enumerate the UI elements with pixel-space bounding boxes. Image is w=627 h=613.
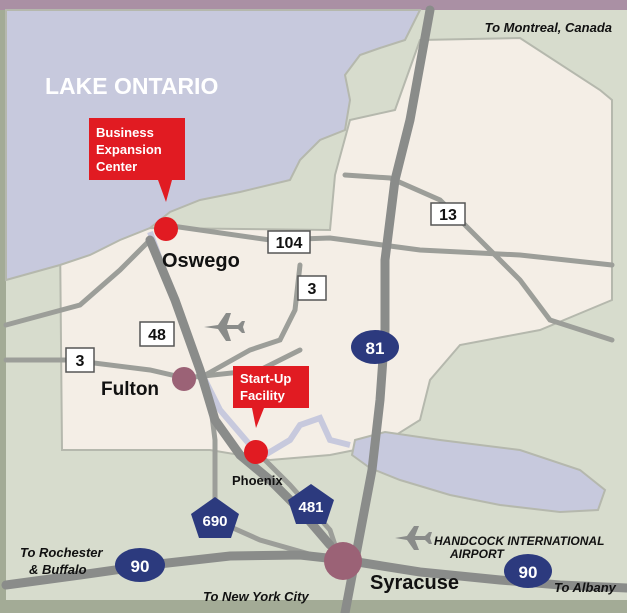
business-center-marker[interactable] (154, 217, 178, 241)
oswego-label: Oswego (162, 250, 240, 272)
route-13-shield: 13 (430, 202, 466, 226)
to-buffalo-label: & Buffalo (29, 562, 87, 577)
business-expansion-callout[interactable]: Business Expansion Center (89, 118, 185, 241)
startup-facility-callout[interactable]: Start-Up Facility (233, 366, 309, 464)
route-48-shield: 48 (139, 321, 175, 347)
airplane-icon (395, 526, 432, 550)
interstate-90-label: 90 (519, 563, 538, 582)
route-104-shield: 104 (267, 230, 311, 254)
callout-box (233, 366, 309, 428)
route-104-label: 104 (276, 235, 303, 252)
fulton-label: Fulton (101, 379, 159, 400)
route-3-west-shield: 3 (65, 347, 95, 373)
callout-line: Center (96, 159, 137, 174)
airport-label-line2: AIRPORT (449, 547, 505, 561)
interstate-690-shield: 690 (191, 497, 239, 538)
callout-line: Business (96, 125, 154, 140)
to-montreal-label: To Montreal, Canada (485, 20, 612, 35)
callout-line: Expansion (96, 142, 162, 157)
to-albany-label: To Albany (554, 580, 617, 595)
interstate-481-shield: 481 (288, 484, 334, 524)
interstate-481-label: 481 (298, 499, 323, 516)
to-rochester-label: To Rochester (20, 545, 104, 560)
lake-label: LAKE ONTARIO (45, 73, 218, 99)
callout-line: Facility (240, 388, 286, 403)
startup-facility-marker[interactable] (244, 440, 268, 464)
airport-label-line1: HANDCOCK INTERNATIONAL (434, 534, 604, 548)
interstate-90-label: 90 (131, 557, 150, 576)
route-3-north-shield: 3 (297, 275, 327, 301)
route-3-label: 3 (308, 281, 317, 298)
interstate-90-west-shield: 90 (115, 548, 165, 582)
phoenix-label: Phoenix (232, 473, 283, 488)
syracuse-marker[interactable] (324, 542, 362, 580)
interstate-690-label: 690 (202, 513, 227, 530)
interstate-81-label: 81 (366, 339, 385, 358)
route-13-label: 13 (439, 207, 457, 224)
interstate-90-east-shield: 90 (504, 554, 552, 588)
lake-ontario-label: LAKE ONTARIO (45, 73, 218, 99)
callout-line: Start-Up (240, 371, 291, 386)
callout-box (89, 118, 185, 202)
route-48-label: 48 (148, 327, 166, 344)
fulton-marker[interactable] (172, 367, 196, 391)
syracuse-label: Syracuse (370, 572, 459, 594)
top-frame (0, 0, 627, 10)
airplane-icon (204, 313, 245, 341)
route-3-label: 3 (76, 353, 85, 370)
to-new-york-label: To New York City (203, 589, 309, 604)
lake-ontario (5, 9, 422, 282)
interstate-81-shield: 81 (351, 330, 399, 364)
